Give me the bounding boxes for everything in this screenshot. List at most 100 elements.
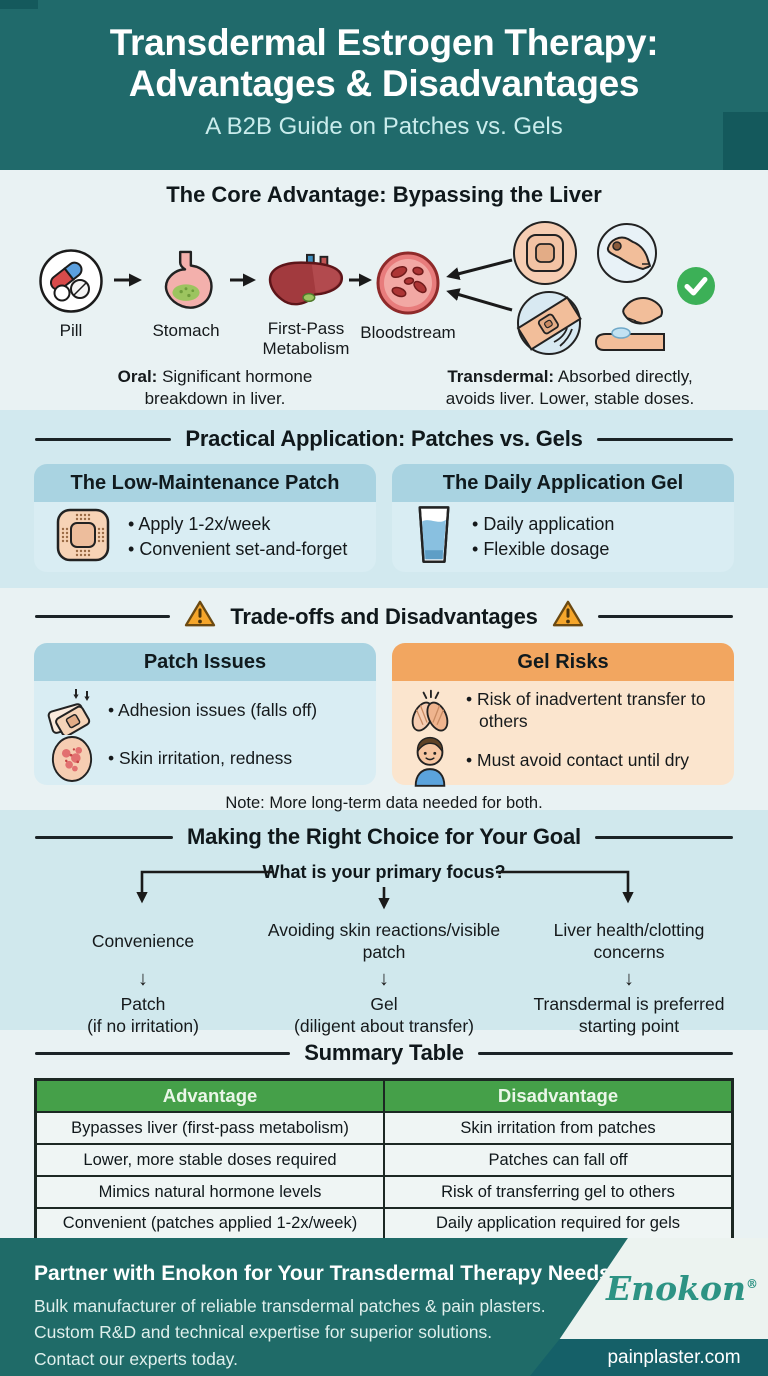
flow-label-stomach: Stomach bbox=[152, 321, 220, 340]
patch-bullet-1: Apply 1-2x/week bbox=[128, 512, 347, 537]
table-row: Bypasses liver (first-pass metabolism) S… bbox=[34, 1111, 734, 1145]
practical-title-row: Practical Application: Patches vs. Gels bbox=[35, 426, 734, 452]
title-dash-left bbox=[35, 835, 174, 839]
gel-bullet-2: Flexible dosage bbox=[472, 537, 614, 562]
summary-section-title: Summary Table bbox=[304, 1040, 464, 1065]
disadvantage-cell: Skin irritation from patches bbox=[383, 1111, 734, 1145]
page-title-line1: Transdermal Estrogen Therapy: bbox=[109, 22, 659, 63]
patch-issue-text-1: Adhesion issues (falls off) bbox=[108, 700, 317, 722]
advantage-header: Advantage bbox=[34, 1078, 385, 1113]
registered-mark: ® bbox=[746, 1277, 759, 1291]
arm-patch-icon bbox=[596, 222, 658, 289]
advantage-cell: Mimics natural hormone levels bbox=[34, 1175, 385, 1209]
table-row: Lower, more stable doses required Patche… bbox=[34, 1143, 734, 1177]
gel-hand-icon bbox=[592, 294, 666, 361]
gel-risk-text-1: Risk of inadvertent transfer to others bbox=[466, 689, 724, 733]
oral-caption: Oral: Significant hormone breakdown in l… bbox=[90, 366, 340, 410]
bloodstream-icon bbox=[375, 248, 441, 318]
branch-focus: Liver health/clotting concerns bbox=[553, 920, 705, 962]
stomach-icon bbox=[155, 246, 217, 316]
skin-irritation-icon bbox=[46, 735, 98, 783]
disadvantage-cell: Daily application required for gels bbox=[383, 1207, 734, 1241]
oral-caption-text: Significant hormone breakdown in liver. bbox=[144, 367, 313, 409]
site-strip: painplaster.com bbox=[529, 1339, 768, 1376]
gel-bullet-1: Daily application bbox=[472, 512, 614, 537]
footer-line-1: Bulk manufacturer of reliable transderma… bbox=[34, 1296, 546, 1316]
patch-card: The Low-Maintenance Patch bbox=[34, 464, 376, 572]
check-icon bbox=[676, 266, 716, 311]
footer-headline: Partner with Enokon for Your Transdermal… bbox=[34, 1262, 611, 1285]
disadvantage-header: Disadvantage bbox=[383, 1078, 734, 1113]
flow-step-pill: Pill bbox=[32, 246, 110, 341]
tradeoffs-title-row: Trade-offs and Disadvantages bbox=[35, 600, 733, 633]
gel-risk-row: Risk of inadvertent transfer to others bbox=[404, 687, 724, 735]
practical-section-title: Practical Application: Patches vs. Gels bbox=[185, 426, 583, 451]
table-row: Mimics natural hormone levels Risk of tr… bbox=[34, 1175, 734, 1209]
branch-skin-reactions: Avoiding skin reactions/visible patch ↓ … bbox=[253, 918, 515, 1038]
gel-risks-title: Gel Risks bbox=[392, 643, 734, 681]
branch-result-note: (if no irritation) bbox=[87, 1015, 199, 1036]
bandage-patch-icon bbox=[56, 508, 110, 567]
warning-icon bbox=[552, 600, 584, 633]
patch-issues-card: Patch Issues Adhesion iss bbox=[34, 643, 376, 785]
brand-logo: Enokon® bbox=[605, 1269, 759, 1308]
branch-focus: Avoiding skin reactions/visible patch bbox=[267, 920, 501, 962]
tradeoffs-note: Note: More long-term data needed for bot… bbox=[225, 794, 543, 812]
transdermal-converge-arrows bbox=[446, 258, 513, 312]
gel-card-bullets: Daily application Flexible dosage bbox=[472, 512, 614, 562]
patch-issue-row: Adhesion issues (falls off) bbox=[46, 687, 366, 735]
liver-icon bbox=[264, 250, 348, 314]
footer: Partner with Enokon for Your Transdermal… bbox=[0, 1238, 768, 1376]
page-title: Transdermal Estrogen Therapy: Advantages… bbox=[0, 0, 768, 105]
flow-label-pill: Pill bbox=[59, 321, 83, 340]
advantage-cell: Convenient (patches applied 1-2x/week) bbox=[34, 1207, 385, 1241]
advantage-cell: Bypasses liver (first-pass metabolism) bbox=[34, 1111, 385, 1145]
page-title-line2: Advantages & Disadvantages bbox=[128, 63, 640, 105]
choice-title-row: Making the Right Choice for Your Goal bbox=[35, 824, 734, 850]
branch-result: Patch bbox=[120, 994, 166, 1014]
summary-table: Advantage Disadvantage Bypasses liver (f… bbox=[34, 1078, 734, 1242]
section-core-advantage: The Core Advantage: Bypassing the Liver … bbox=[0, 170, 768, 410]
page-subtitle: A B2B Guide on Patches vs. Gels bbox=[205, 112, 563, 140]
branch-convenience: Convenience ↓ Patch (if no irritation) bbox=[33, 918, 253, 1038]
tradeoffs-section-title: Trade-offs and Disadvantages bbox=[230, 603, 538, 629]
title-dash-right bbox=[597, 615, 733, 618]
branch-focus: Convenience bbox=[91, 931, 195, 952]
branch-result: Gel bbox=[370, 994, 398, 1014]
gel-glass-icon bbox=[414, 505, 454, 570]
flow-step-stomach: Stomach bbox=[146, 246, 226, 341]
gel-risk-row: Must avoid contact until dry bbox=[404, 735, 724, 787]
flow-arrow-icon bbox=[114, 273, 142, 287]
header-accent-top-left bbox=[0, 0, 38, 9]
decision-question-row: What is your primary focus? bbox=[0, 862, 768, 910]
patch-card-bullets: Apply 1-2x/week Convenient set-and-forge… bbox=[128, 512, 347, 562]
patch-issue-row: Skin irritation, redness bbox=[46, 735, 366, 783]
footer-line-3: Contact our experts today. bbox=[34, 1348, 238, 1369]
patch-issue-text-2: Skin irritation, redness bbox=[108, 748, 292, 770]
core-section-title: The Core Advantage: Bypassing the Liver bbox=[166, 182, 602, 207]
section-choice: Making the Right Choice for Your Goal Wh… bbox=[0, 810, 768, 1036]
flow-arrow-icon bbox=[349, 273, 372, 287]
down-arrow-icon: ↓ bbox=[624, 968, 634, 990]
flow-label-bloodstream: Bloodstream bbox=[360, 323, 456, 342]
transdermal-caption-text: Absorbed directly, avoids liver. Lower, … bbox=[445, 367, 695, 409]
decision-columns: Convenience ↓ Patch (if no irritation) A… bbox=[33, 918, 768, 1038]
gel-risks-card: Gel Risks Risk of inadv bbox=[392, 643, 734, 787]
site-url: painplaster.com bbox=[607, 1346, 741, 1368]
child-icon bbox=[404, 735, 456, 787]
title-dash-left bbox=[35, 615, 171, 618]
title-dash-left bbox=[35, 437, 172, 441]
patch-card-title: The Low-Maintenance Patch bbox=[34, 464, 376, 502]
flow-arrow-icon bbox=[230, 273, 256, 287]
section-practical: Practical Application: Patches vs. Gels … bbox=[0, 410, 768, 588]
gel-risk-text-2: Must avoid contact until dry bbox=[466, 750, 689, 772]
branch-result: Transdermal is preferred starting point bbox=[533, 994, 725, 1036]
branch-liver-health: Liver health/clotting concerns ↓ Transde… bbox=[515, 918, 743, 1038]
flow-step-liver: First-Pass Metabolism bbox=[250, 250, 362, 358]
summary-title-row: Summary Table bbox=[35, 1040, 734, 1066]
falling-patch-icon bbox=[46, 687, 98, 735]
transdermal-caption-label: Transdermal: bbox=[447, 367, 555, 386]
gel-card-title: The Daily Application Gel bbox=[392, 464, 734, 502]
warning-icon bbox=[184, 600, 216, 633]
advantage-cell: Lower, more stable doses required bbox=[34, 1143, 385, 1177]
